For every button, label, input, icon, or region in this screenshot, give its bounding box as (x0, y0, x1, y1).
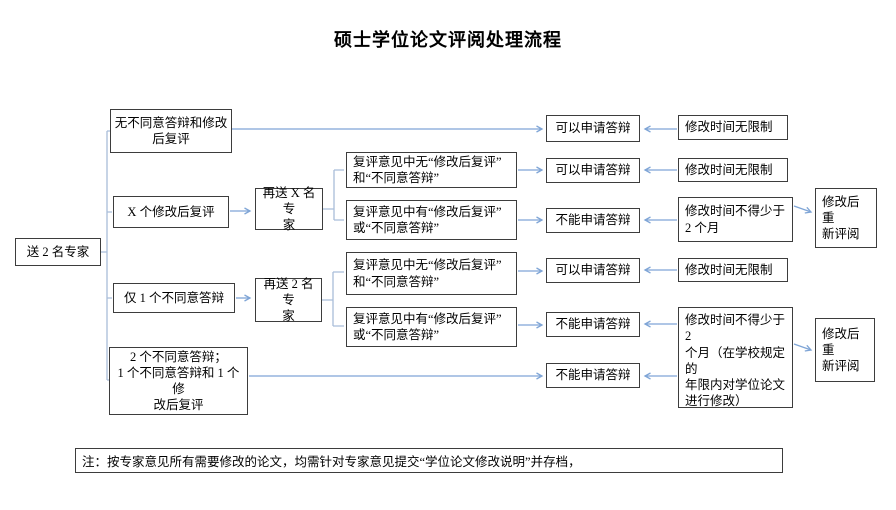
node-review-has-a: 复评意见中有“修改后复评” 或“不同意答辩” (346, 200, 517, 240)
bracket-start-branches (101, 130, 112, 381)
bracket-resendx-reviews (323, 169, 344, 221)
node-branch-one-disagree: 仅 1 个不同意答辩 (113, 283, 235, 313)
node-time-unlimited-3: 修改时间无限制 (678, 258, 788, 282)
arrow-school-rereview2 (793, 343, 813, 352)
footnote: 注：按专家意见所有需要修改的论文，均需针对专家意见提交“学位论文修改说明”并存档… (75, 448, 783, 473)
node-outcome-allow-2: 可以申请答辩 (546, 158, 640, 183)
node-rereview-1: 修改后重 新评阅 (815, 188, 877, 248)
node-branch-no-objection: 无不同意答辩和修改 后复评 (110, 109, 232, 153)
page-title: 硕士学位论文评阅处理流程 (334, 30, 562, 50)
node-outcome-deny-1: 不能申请答辩 (546, 208, 640, 233)
node-review-none-b: 复评意见中无“修改后复评” 和“不同意答辩” (346, 252, 517, 295)
node-review-has-b: 复评意见中有“修改后复评” 或“不同意答辩” (346, 307, 517, 347)
node-outcome-deny-3: 不能申请答辩 (546, 363, 640, 388)
node-outcome-allow-1: 可以申请答辩 (546, 115, 640, 142)
arrow-twomonths-rereview1 (793, 205, 813, 214)
node-time-unlimited-1: 修改时间无限制 (678, 115, 788, 140)
node-time-two-months-school: 修改时间不得少于 2 个月（在学校规定的 年限内对学位论文 进行修改） (678, 307, 793, 408)
node-time-two-months: 修改时间不得少于 2 个月 (678, 197, 793, 242)
node-outcome-deny-2: 不能申请答辩 (546, 312, 640, 337)
node-rereview-2: 修改后重 新评阅 (815, 318, 875, 382)
node-start: 送 2 名专家 (15, 238, 101, 266)
node-time-unlimited-2: 修改时间无限制 (678, 158, 788, 182)
node-resend-x-experts: 再送 X 名专 家 (255, 186, 323, 232)
node-outcome-allow-3: 可以申请答辩 (546, 258, 640, 283)
bracket-resend2-reviews (322, 271, 344, 327)
node-resend-two-experts: 再送 2 名专 家 (255, 277, 322, 323)
node-branch-two-disagree: 2 个不同意答辩； 1 个不同意答辩和 1 个修 改后复评 (109, 347, 248, 415)
node-branch-x-after-revision: X 个修改后复评 (113, 196, 229, 228)
node-review-none-a: 复评意见中无“修改后复评” 和“不同意答辩” (346, 152, 517, 188)
